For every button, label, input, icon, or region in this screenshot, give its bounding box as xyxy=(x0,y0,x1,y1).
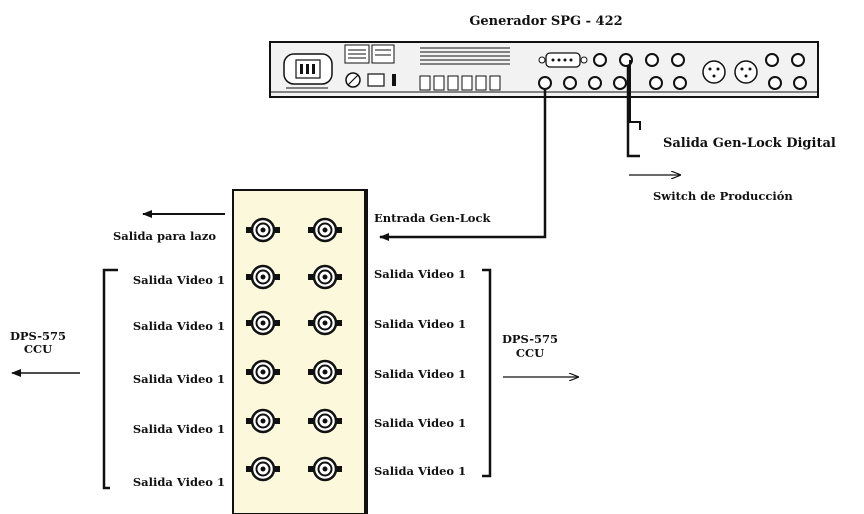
bnc-connector-icon xyxy=(308,408,342,434)
bnc-connector-icon xyxy=(308,359,342,385)
right-output-labels: Salida Video 1 Salida Video 1 Salida Vid… xyxy=(374,267,466,478)
xlr-connectors xyxy=(702,60,758,84)
genlock-input-label: Entrada Gen-Lock xyxy=(374,211,491,225)
bnc-connector-icon xyxy=(246,264,280,290)
loop-output-label: Salida para lazo xyxy=(113,229,216,243)
right-output-label: Salida Video 1 xyxy=(374,464,466,478)
bnc-connector-icon xyxy=(246,456,280,482)
left-output-label: Salida Video 1 xyxy=(133,372,225,386)
genlock-digital-cable xyxy=(629,60,641,130)
right-output-label: Salida Video 1 xyxy=(374,367,466,381)
bnc-connector-icon xyxy=(246,310,280,336)
bnc-connector-grid xyxy=(246,217,342,482)
gen-lock-digital-label: Salida Gen-Lock Digital xyxy=(663,136,836,151)
production-switch-label: Switch de Producción xyxy=(653,189,793,203)
generator-title: Generador SPG - 422 xyxy=(469,14,622,29)
bnc-connector-icon xyxy=(308,217,342,243)
left-output-label: Salida Video 1 xyxy=(133,475,225,489)
bnc-lower-row xyxy=(538,76,807,90)
left-output-label: Salida Video 1 xyxy=(133,422,225,436)
left-output-label: Salida Video 1 xyxy=(133,273,225,287)
bnc-connector-icon xyxy=(308,456,342,482)
left-output-label: Salida Video 1 xyxy=(133,319,225,333)
left-ccu-model: DPS-575 xyxy=(10,329,66,343)
power-inlet-icon xyxy=(283,53,333,89)
right-output-label: Salida Video 1 xyxy=(374,317,466,331)
left-ccu-label: CCU xyxy=(24,342,52,356)
fuse-switch-block xyxy=(344,44,396,88)
right-bracket xyxy=(482,268,492,478)
right-output-label: Salida Video 1 xyxy=(374,416,466,430)
right-ccu-label: CCU xyxy=(516,346,544,360)
right-ccu-model: DPS-575 xyxy=(502,332,558,346)
bnc-connector-icon xyxy=(246,408,280,434)
bnc-upper-row xyxy=(593,53,805,67)
digital-output-cable xyxy=(626,66,640,158)
right-output-label: Salida Video 1 xyxy=(374,267,466,281)
left-output-labels: Salida Video 1 Salida Video 1 Salida Vid… xyxy=(133,273,225,489)
dip-switch-row xyxy=(419,47,510,91)
db9-connector-icon xyxy=(538,52,588,68)
bnc-connector-icon xyxy=(246,217,280,243)
genlock-cable xyxy=(379,90,547,241)
left-bracket xyxy=(102,268,118,490)
bnc-connector-icon xyxy=(308,310,342,336)
bnc-connector-icon xyxy=(246,359,280,385)
bnc-connector-icon xyxy=(308,264,342,290)
spg-422-rear-panel xyxy=(269,41,819,98)
